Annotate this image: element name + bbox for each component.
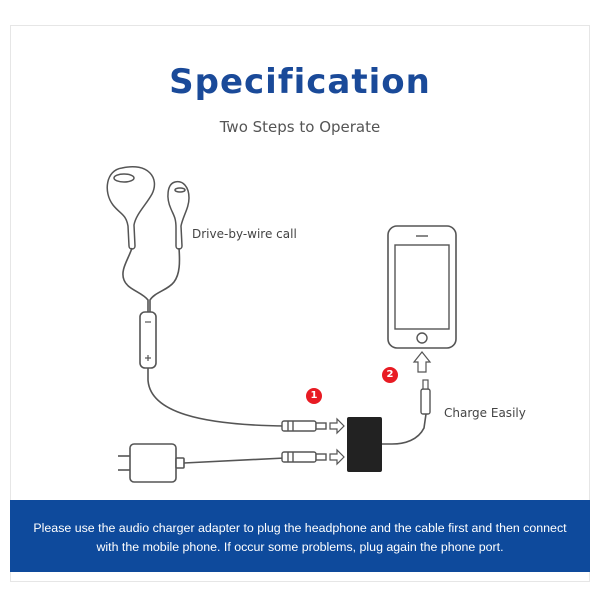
phone-icon: [387, 225, 457, 349]
arrow-icon: [329, 417, 345, 435]
page-title: Specification: [169, 62, 431, 102]
arrow-icon: [329, 448, 345, 466]
product-frame: [10, 25, 590, 582]
adapter-icon: [347, 379, 431, 472]
lightning-plug-icon: [281, 451, 327, 463]
instruction-banner: Please use the audio charger adapter to …: [10, 500, 590, 572]
drive-by-wire-label: Drive-by-wire call: [192, 227, 297, 241]
instruction-text: Please use the audio charger adapter to …: [33, 521, 567, 554]
headphone-plug-icon: [281, 420, 327, 432]
arrow-icon: [412, 351, 432, 373]
remote-control-icon: [139, 311, 157, 369]
step-1-badge: 1: [306, 388, 322, 404]
page-subtitle: Two Steps to Operate: [219, 118, 381, 136]
step-2-badge: 2: [382, 367, 398, 383]
wall-charger-icon: [118, 443, 185, 483]
charge-easily-label: Charge Easily: [444, 406, 526, 420]
earphones-icon: [106, 166, 190, 250]
